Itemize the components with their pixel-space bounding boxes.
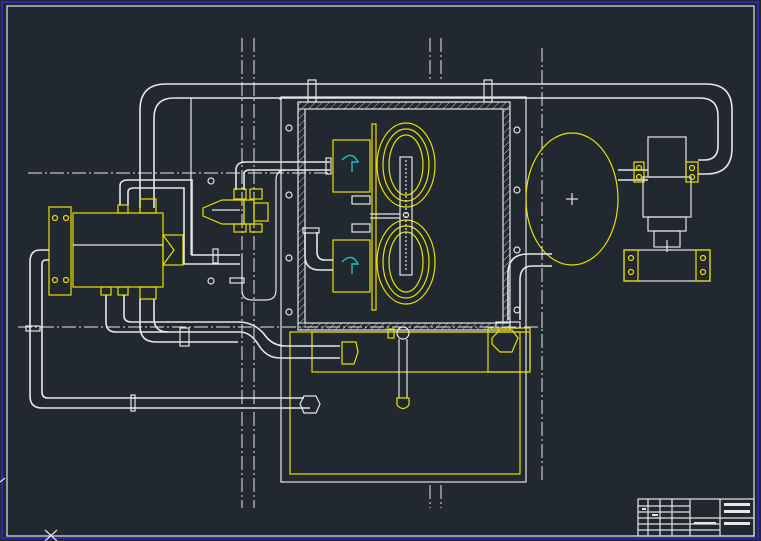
condensing-unit [618, 136, 711, 282]
filter-drier [48, 198, 184, 300]
title-block [637, 498, 755, 537]
left-pipes [25, 169, 359, 414]
drain-pipe [387, 326, 410, 410]
origin-cross-icon [0, 477, 58, 541]
coil-assembly [332, 122, 436, 311]
top-pipe [139, 79, 733, 255]
lower-tank [289, 331, 531, 475]
coil-feed-pipe [302, 227, 333, 271]
receiver-tank [487, 132, 619, 373]
solenoid-valve [202, 157, 332, 233]
main-housing [207, 96, 527, 483]
center-lines [18, 38, 545, 508]
drawing-border [6, 5, 755, 537]
